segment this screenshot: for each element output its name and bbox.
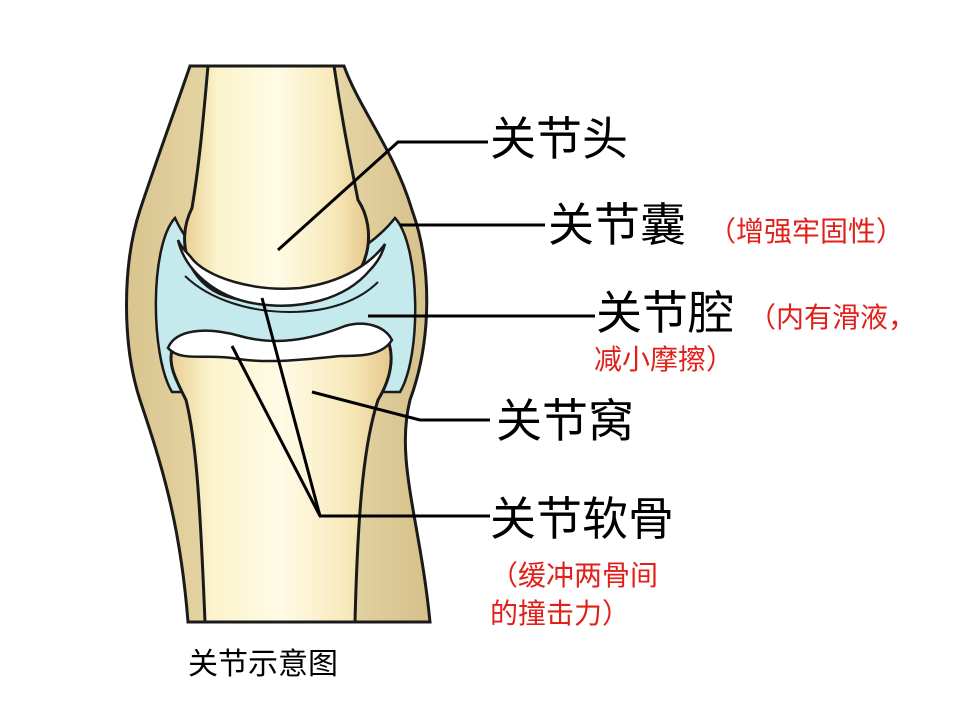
note-joint-cavity-line1: （内有滑液， bbox=[748, 301, 917, 334]
label-joint-socket: 关节窝 bbox=[496, 394, 634, 448]
label-joint-cartilage: 关节软骨 bbox=[490, 492, 674, 546]
cartilage-rim-line bbox=[184, 275, 379, 314]
lower-cartilage bbox=[166, 322, 394, 363]
leader-line-cartilage-upper bbox=[260, 297, 322, 517]
note-joint-cartilage-line2: 的撞击力） bbox=[490, 597, 631, 630]
upper-bone bbox=[183, 64, 371, 305]
note-joint-cartilage-line1: （缓冲两骨间 bbox=[490, 559, 659, 592]
leader-line-head bbox=[276, 140, 488, 252]
leader-line-cartilage-lower bbox=[230, 345, 490, 518]
label-joint-cavity: 关节腔 bbox=[596, 286, 734, 340]
note-joint-capsule: （增强牢固性） bbox=[708, 215, 905, 248]
leader-line-socket bbox=[311, 390, 490, 422]
label-joint-capsule: 关节囊 bbox=[548, 198, 686, 252]
note-joint-cavity-line2: 减小摩擦） bbox=[594, 343, 735, 376]
upper-cartilage bbox=[176, 239, 387, 307]
label-joint-head: 关节头 bbox=[490, 112, 628, 166]
diagram-caption: 关节示意图 bbox=[188, 647, 338, 682]
